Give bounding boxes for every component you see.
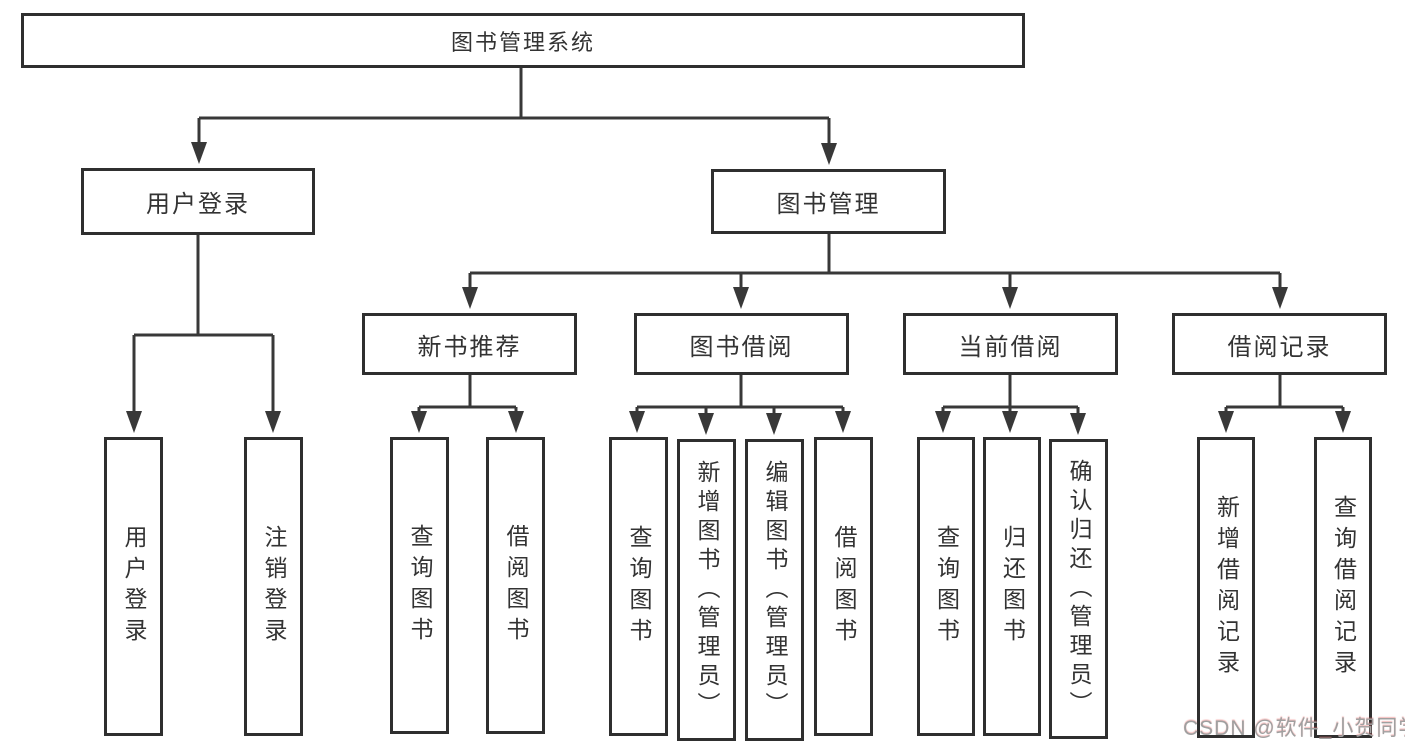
leaf-newrec-query-books: 查询图书: [390, 437, 449, 734]
node-new-book-recommend: 新书推荐: [362, 313, 577, 375]
leaf-borrowing-edit-book-admin: 编辑图书（管理员）: [745, 439, 804, 741]
leaf-records-query-record-label: 查询借阅记录: [1330, 494, 1357, 681]
node-root-label: 图书管理系统: [450, 29, 595, 55]
leaf-current-return-books-label: 归还图书: [999, 524, 1026, 649]
leaf-borrowing-query-books-label: 查询图书: [626, 524, 652, 649]
leaf-borrowing-add-book-admin-label: 新增图书（管理员）: [694, 459, 720, 721]
node-book-borrowing-label: 图书借阅: [689, 333, 794, 361]
leaf-borrowing-query-books: 查询图书: [609, 437, 668, 736]
leaf-newrec-query-books-label: 查询图书: [407, 523, 433, 648]
leaf-newrec-borrow-books-label: 借阅图书: [503, 523, 529, 648]
leaf-records-query-record: 查询借阅记录: [1314, 437, 1372, 738]
node-borrow-records-label: 借阅记录: [1227, 333, 1332, 361]
leaf-newrec-borrow-books: 借阅图书: [486, 437, 545, 734]
node-current-borrowing-label: 当前借阅: [958, 333, 1063, 361]
leaf-borrowing-add-book-admin: 新增图书（管理员）: [677, 439, 736, 741]
node-book-borrowing: 图书借阅: [634, 313, 849, 375]
leaf-borrowing-borrow-books-label: 借阅图书: [831, 524, 857, 649]
node-borrow-records: 借阅记录: [1172, 313, 1387, 375]
node-new-book-recommend-label: 新书推荐: [417, 333, 522, 361]
node-book-management-label: 图书管理: [776, 191, 881, 218]
leaf-current-confirm-return-admin: 确认归还（管理员）: [1049, 439, 1108, 739]
leaf-current-query-books: 查询图书: [917, 437, 975, 736]
node-user-login-module: 用户登录: [81, 168, 315, 235]
node-root-system: 图书管理系统: [21, 13, 1025, 68]
leaf-current-return-books: 归还图书: [983, 437, 1041, 736]
node-book-management-module: 图书管理: [711, 169, 946, 234]
arrowheads: [126, 142, 1351, 435]
leaf-logout-label: 注销登录: [261, 524, 287, 649]
csdn-watermark: CSDN @软件_小贺同学: [1183, 717, 1405, 740]
leaf-borrowing-borrow-books: 借阅图书: [814, 437, 873, 736]
leaf-records-add-record-label: 新增借阅记录: [1213, 494, 1240, 681]
leaf-user-login-label: 用户登录: [121, 524, 147, 649]
node-user-login-label: 用户登录: [146, 191, 250, 218]
leaf-current-confirm-return-admin-label: 确认归还（管理员）: [1066, 458, 1092, 720]
leaf-records-add-record: 新增借阅记录: [1197, 437, 1255, 738]
leaf-borrowing-edit-book-admin-label: 编辑图书（管理员）: [762, 459, 788, 721]
leaf-logout: 注销登录: [244, 437, 303, 736]
leaf-user-login: 用户登录: [104, 437, 163, 736]
leaf-current-query-books-label: 查询图书: [933, 524, 960, 649]
node-current-borrowing: 当前借阅: [903, 313, 1118, 375]
